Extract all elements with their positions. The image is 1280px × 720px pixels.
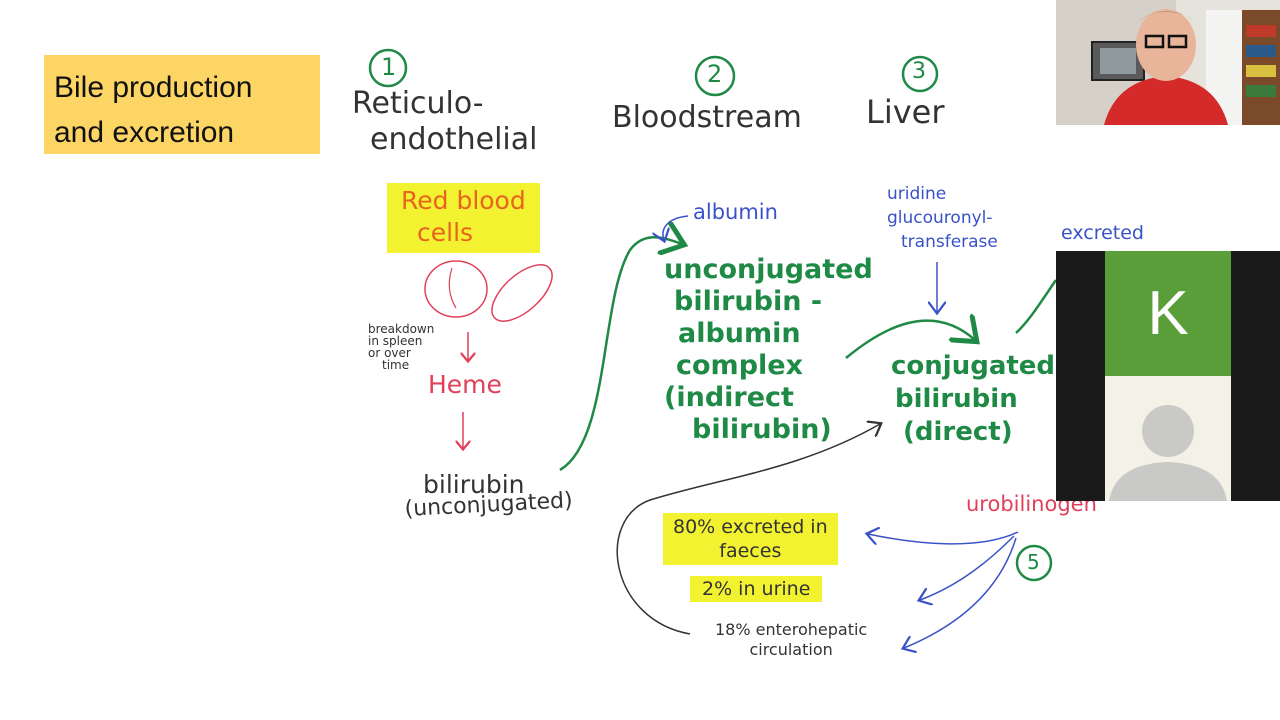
participant-avatar [1105,376,1231,501]
slide-title-line-2: and excretion [54,116,235,149]
heme-label: Heme [428,370,502,399]
rbc-round-shape [424,260,488,318]
avatar-placeholder-icon [1109,405,1227,501]
slide-title-line-1: Bile production [54,71,253,104]
arrow-to-conjugated [845,321,975,359]
arrow-to-enterohepatic [904,537,1017,648]
column-reticuloendothelial-header: Reticulo- endothelial [352,86,538,157]
column-bloodstream-header: Bloodstream [612,100,802,135]
albumin-complex-label: unconjugated bilirubin - albumin complex… [664,254,873,445]
step-3-number: 3 [912,59,926,84]
enzyme-label: uridine glucouronyl- transferase [887,184,998,252]
arrow-to-faeces [868,532,1019,544]
arrow-albumin [663,215,689,240]
step-2-circle [694,55,736,97]
conjugated-bilirubin-label: conjugated bilirubin (direct) [891,351,1056,447]
presenter-face [1136,9,1196,81]
column-liver-header: Liver [866,93,945,131]
red-blood-cells-label: Red blood cells [387,183,540,253]
step-3-circle [901,55,939,93]
arrow-to-excreted [1015,279,1058,334]
faeces-label: 80% excreted in faeces [663,513,838,565]
presenter-video-frame [1056,0,1280,125]
step-1-number: 1 [381,53,397,81]
red-shirt [1104,76,1228,125]
participant-video[interactable]: K [1056,251,1280,501]
arrow-enterohepatic-loop [616,424,880,635]
step-1-circle [368,48,408,88]
excreted-label: excreted [1061,222,1144,244]
albumin-label: albumin [693,200,778,224]
step-5-number: 5 [1027,550,1040,574]
participant-initial-tile: K [1105,251,1231,376]
breakdown-note: breakdown in spleen or over time [368,322,435,372]
slide-title: Bile production and excretion [44,55,320,154]
bilirubin-label: bilirubin [423,470,525,499]
urine-label: 2% in urine [690,576,823,602]
step-2-number: 2 [707,60,723,88]
step-5-circle [1015,544,1053,582]
arrow-to-urine [920,535,1015,600]
enterohepatic-label: 18% enterohepatic circulation [715,620,868,659]
presenter-video[interactable] [1056,0,1280,125]
rbc-oval-shape [491,264,553,322]
